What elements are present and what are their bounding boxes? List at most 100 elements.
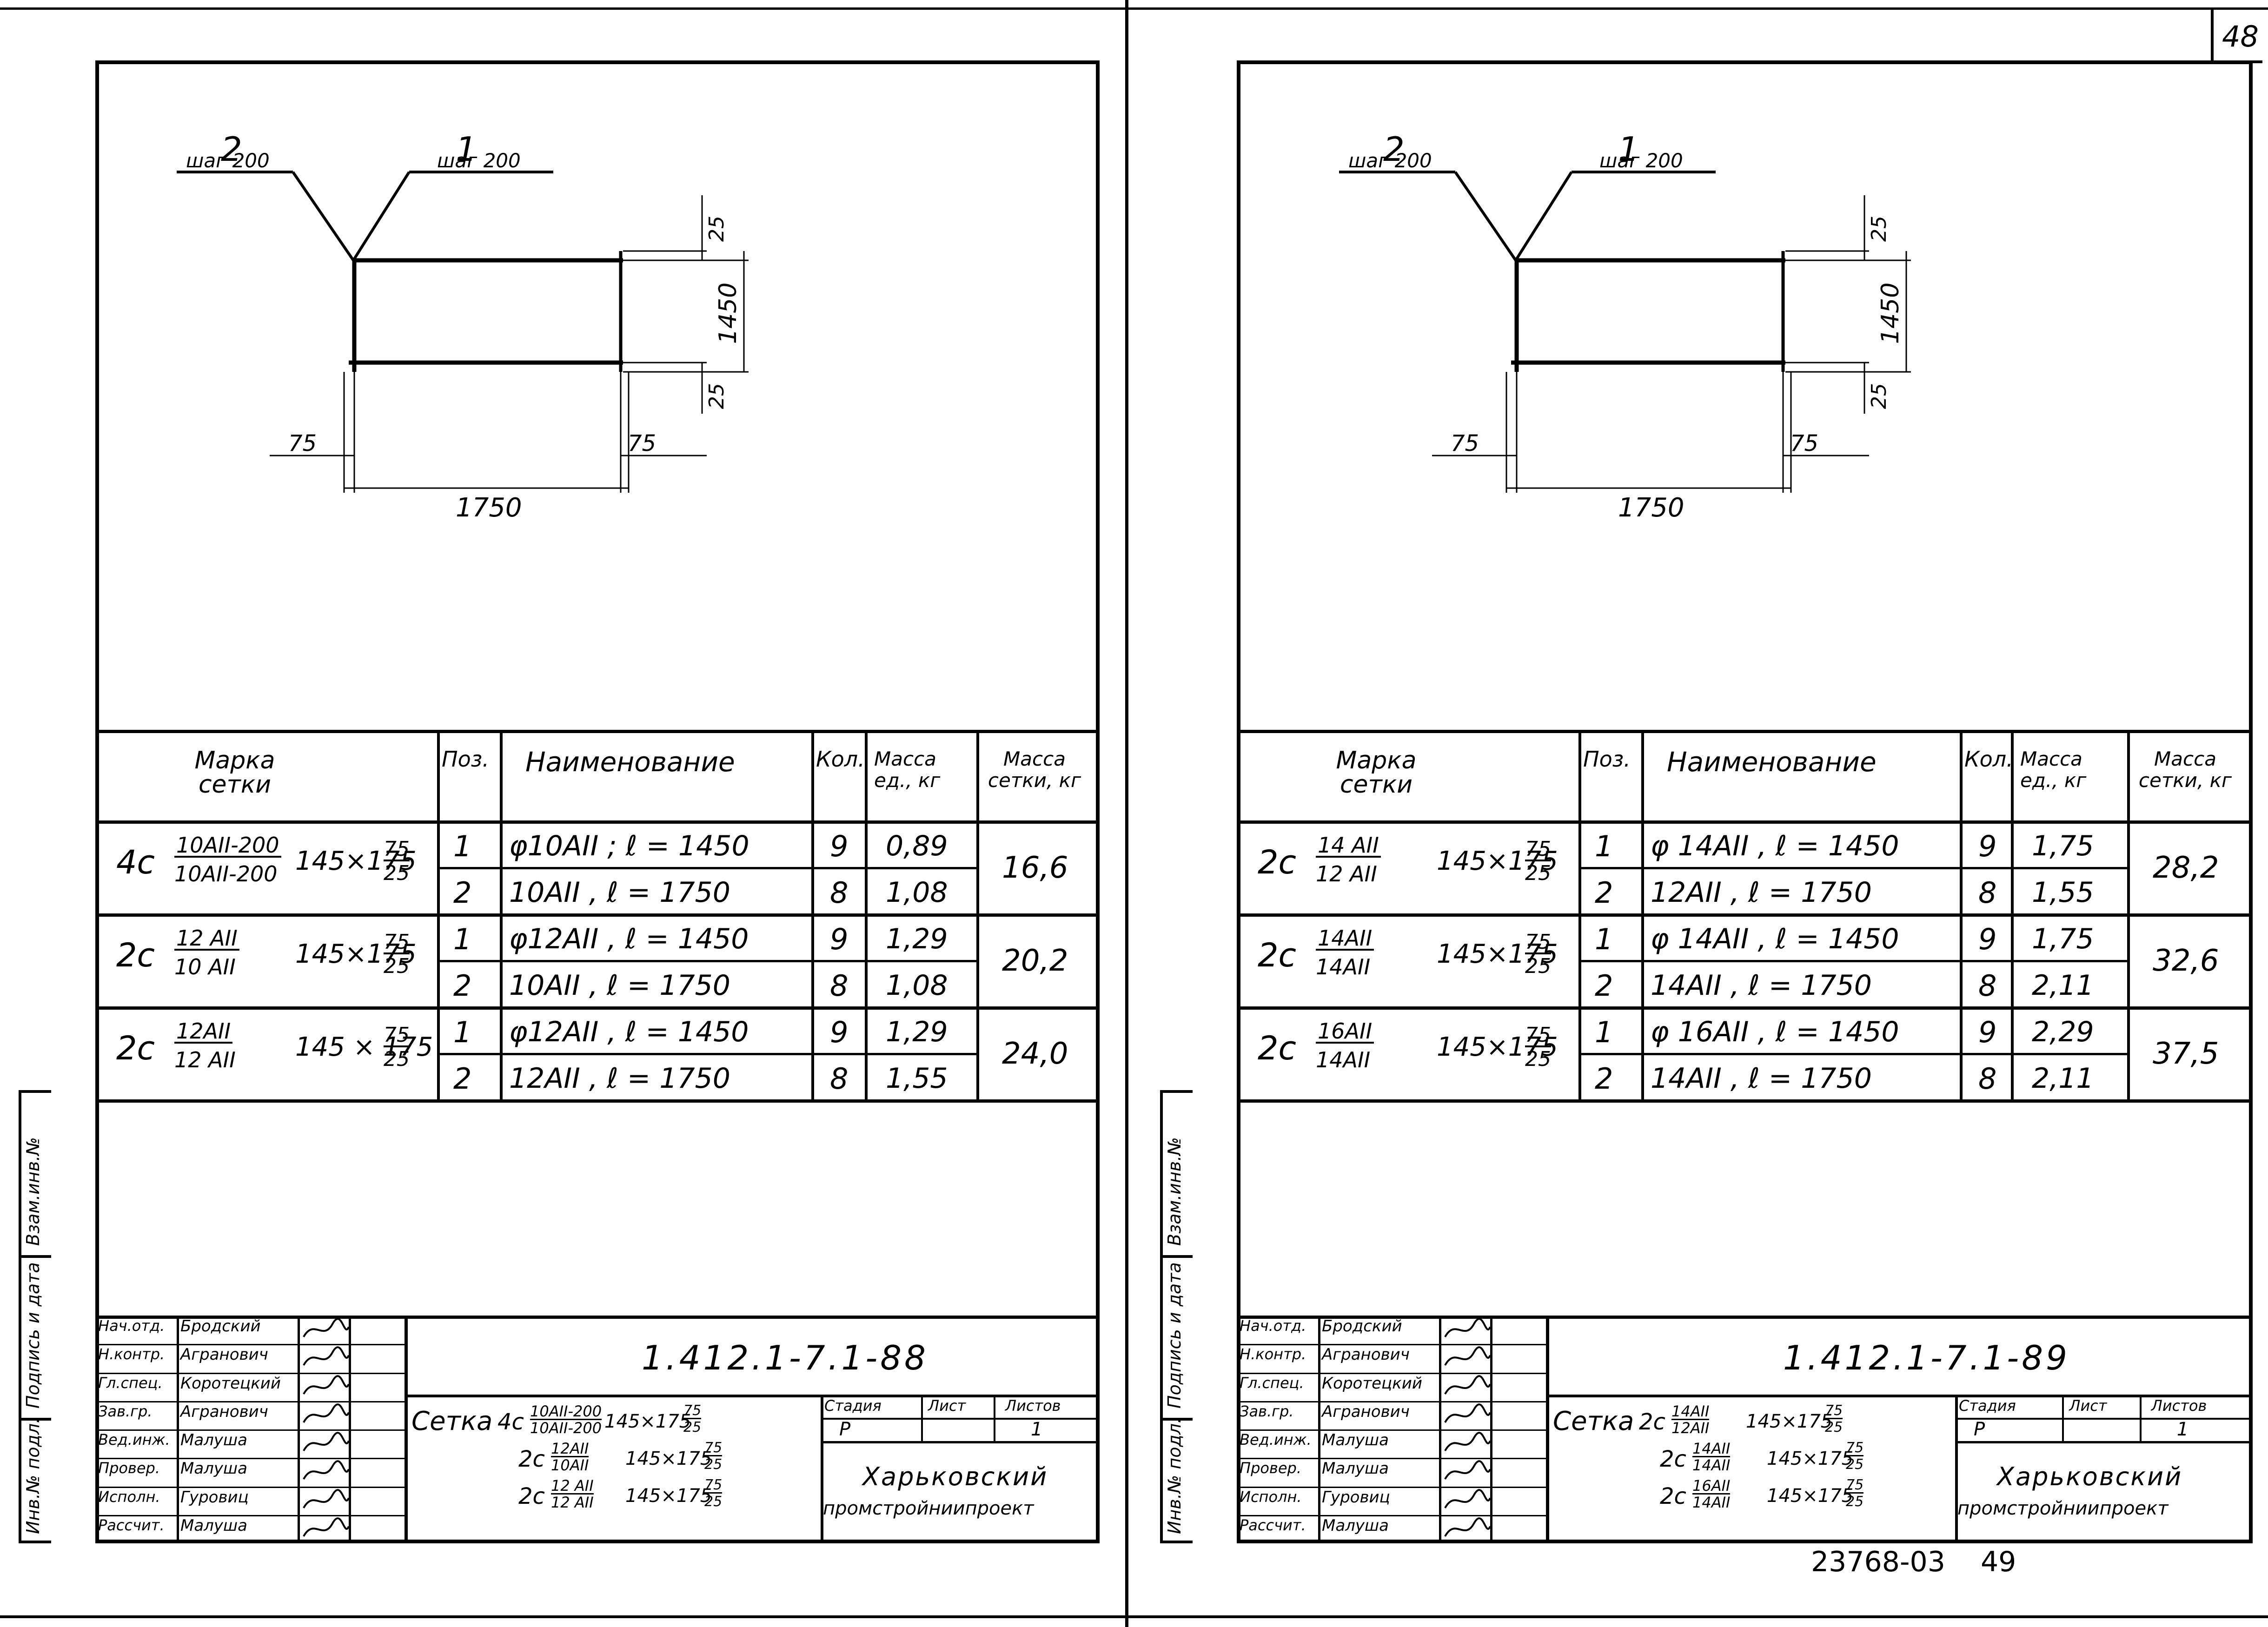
tb-line-den: 12АII xyxy=(1671,1419,1710,1437)
dim-25-top-label: 25 xyxy=(705,216,729,242)
tb-line-prefix: 2с xyxy=(1639,1409,1665,1435)
tb-stage-label: Стадия xyxy=(824,1397,882,1415)
tb-sheets-value: 1 xyxy=(2176,1419,2189,1440)
signature-stroke xyxy=(1444,1346,1491,1366)
tb-name: Коротецкий xyxy=(1322,1374,1422,1393)
mesh-total-mass: 24,0 xyxy=(1002,1037,1068,1071)
tb-line-num: 14АII xyxy=(1692,1440,1731,1457)
mark-numerator: 14АII xyxy=(1316,927,1374,951)
item-unit-mass: 1,08 xyxy=(886,969,948,1002)
item-qty: 9 xyxy=(1978,1015,1997,1049)
pos2-step-label: шаг 200 xyxy=(1348,149,1432,172)
tb-line-prefix: 2с xyxy=(518,1446,545,1472)
table-group-line xyxy=(1237,1006,2253,1010)
item-unit-mass: 1,75 xyxy=(2032,830,2094,862)
mark-prefix: 4с xyxy=(116,843,155,881)
tb-org-line1: Харьковский xyxy=(1997,1462,2183,1491)
tb-stage-value-line xyxy=(821,1441,1100,1443)
tb-row-line xyxy=(95,1458,405,1460)
mark-offset-den: 25 xyxy=(384,1047,410,1071)
signature-stroke xyxy=(1444,1318,1491,1337)
tb-code-bottom xyxy=(405,1395,1100,1397)
header-mesh-mass: Масса сетки, кг xyxy=(988,747,1081,792)
item-pos: 1 xyxy=(1595,1015,1613,1049)
tb-line-size: 145×175 xyxy=(1746,1411,1833,1432)
tb-line-fn: 75 xyxy=(704,1477,723,1494)
table-group-line xyxy=(95,913,1100,917)
tb-stage-value: Р xyxy=(1974,1419,1985,1440)
tb-signature xyxy=(1444,1488,1491,1508)
item-name: φ12АII , ℓ = 1450 xyxy=(509,1016,749,1048)
dim-1450-label: 1450 xyxy=(1877,282,1904,344)
tb-role: Зав.гр. xyxy=(1240,1402,1294,1420)
tb-line-fn: 75 xyxy=(1846,1440,1864,1456)
tb-role: Рассчит. xyxy=(98,1516,165,1534)
mark-numerator: 16АII xyxy=(1316,1020,1374,1044)
pos1-step-label: шаг 200 xyxy=(1599,149,1683,172)
tb-signature xyxy=(1444,1432,1491,1451)
tb-line-size: 145×175 xyxy=(1767,1448,1854,1469)
dim-75-right-label: 75 xyxy=(628,430,657,456)
item-unit-mass: 1,29 xyxy=(886,923,948,955)
signature-stroke xyxy=(303,1403,350,1423)
table-col-line xyxy=(811,730,814,1099)
tb-signature xyxy=(303,1375,350,1395)
tb-row-line xyxy=(1237,1515,1546,1516)
tb-name: Агранович xyxy=(180,1402,268,1421)
mark-offset-den: 25 xyxy=(1525,861,1551,885)
side-label-strip xyxy=(1160,1090,1193,1543)
tb-org-line2: промстройниипроект xyxy=(823,1498,1034,1519)
tb-line-den: 14АII xyxy=(1692,1494,1731,1511)
tb-signature xyxy=(303,1432,350,1451)
tb-sheets-value: 1 xyxy=(1031,1419,1043,1440)
mark-offset-num: 75 xyxy=(384,1023,410,1047)
tb-signature xyxy=(303,1403,350,1423)
tb-row-line xyxy=(95,1429,405,1431)
tb-stage-col xyxy=(821,1395,823,1543)
tb-name: Гуровиц xyxy=(1322,1488,1390,1507)
mesh-total-mass: 32,6 xyxy=(2153,944,2219,978)
item-qty: 9 xyxy=(830,1015,849,1049)
tb-role: Вед.инж. xyxy=(1240,1431,1312,1448)
header-name: Наименование xyxy=(1667,746,1877,778)
mark-numerator: 12 АII xyxy=(174,927,239,951)
tb-role: Н.контр. xyxy=(98,1345,165,1363)
item-unit-mass: 1,75 xyxy=(2032,923,2094,955)
tb-signature xyxy=(1444,1346,1491,1366)
tb-row-line xyxy=(1237,1344,1546,1346)
item-unit-mass: 2,29 xyxy=(2032,1016,2094,1048)
item-qty: 8 xyxy=(830,1062,849,1096)
item-unit-mass: 2,11 xyxy=(2032,1062,2094,1095)
center-divider xyxy=(1125,0,1128,1627)
tb-role: Зав.гр. xyxy=(98,1402,153,1420)
table-col-line xyxy=(865,730,868,1099)
tb-line-fn: 75 xyxy=(1846,1477,1864,1494)
signature-stroke xyxy=(303,1346,350,1366)
tb-row-line xyxy=(1237,1429,1546,1431)
table-col-line xyxy=(1641,730,1644,1099)
signature-stroke xyxy=(1444,1403,1491,1423)
table-bottom-line xyxy=(1237,1099,2253,1103)
tb-line-fd: 25 xyxy=(704,1494,723,1510)
tb-mesh-word: Сетка xyxy=(411,1406,493,1436)
mesh-total-mass: 28,2 xyxy=(2153,851,2219,885)
dim-1750-label: 1750 xyxy=(1618,493,1684,523)
item-qty: 8 xyxy=(1978,876,1997,910)
tb-line-size: 145×175 xyxy=(625,1448,712,1469)
item-unit-mass: 1,08 xyxy=(886,876,948,909)
dim-1450-label: 1450 xyxy=(714,282,742,344)
signature-stroke xyxy=(1444,1488,1491,1508)
signature-stroke xyxy=(303,1517,350,1537)
tb-row-line xyxy=(1237,1401,1546,1402)
mark-denominator: 10АII-200 xyxy=(174,861,278,886)
leader-pos1 xyxy=(1514,171,1573,261)
mesh-drawing xyxy=(1339,171,1911,493)
top-edge-line xyxy=(0,7,2268,10)
item-name: 10АII , ℓ = 1750 xyxy=(509,969,730,1002)
tb-signature xyxy=(303,1346,350,1366)
tb-line-fd: 25 xyxy=(1846,1494,1864,1510)
item-qty: 9 xyxy=(1978,829,1997,863)
mark-denominator: 10 АII xyxy=(174,954,236,979)
